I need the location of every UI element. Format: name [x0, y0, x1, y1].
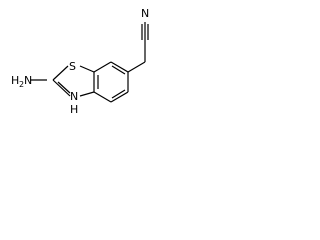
atom-sulfur: S — [69, 60, 76, 73]
bond-c7-c6-inner — [111, 65, 126, 75]
bond-n3-c3a — [79, 91, 95, 97]
bond-c5-c4 — [110, 91, 129, 103]
atom-amine-h: H — [11, 74, 19, 87]
bond-c6-ch2 — [127, 61, 146, 73]
bond-c2-n3-inner — [57, 81, 71, 94]
atom-ring-nh: H — [70, 103, 78, 116]
bond-c7a-c7 — [93, 61, 112, 73]
atom-nitrile-n: N — [141, 7, 149, 20]
bond-c7-c6 — [110, 61, 129, 73]
benzothiazole-structure: S H 2 N N H N — [11, 7, 149, 116]
bonds — [30, 22, 149, 103]
bond-c4-c3a — [93, 91, 112, 103]
atom-amine-h-count: 2 — [19, 80, 24, 89]
bond-c2-s — [52, 65, 69, 81]
atom-amine-n: N — [24, 74, 32, 87]
bond-s-c7a — [79, 65, 95, 73]
atom-ring-n: N — [70, 90, 78, 103]
bond-c2-n3 — [52, 79, 71, 97]
bond-c5-c4-inner — [111, 89, 126, 99]
atom-labels: S H 2 N N H N — [11, 7, 149, 116]
